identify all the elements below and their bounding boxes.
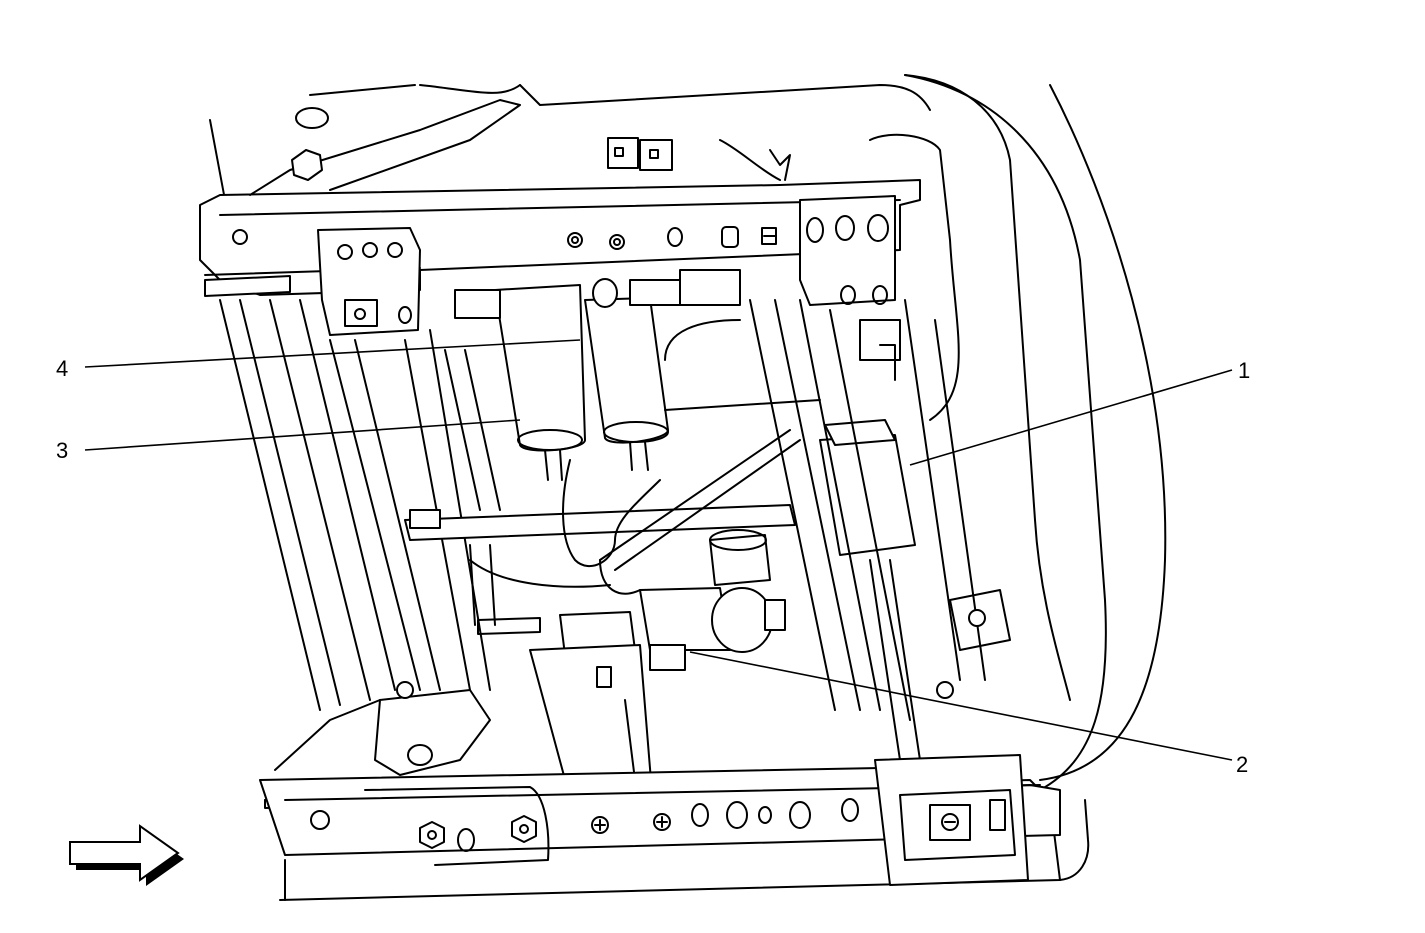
rear-cross-rail [259,767,1061,866]
seat-cushion-outline [209,74,1167,791]
top-left-bolt [249,99,521,196]
diagonal-cable [599,319,821,571]
right-seat-track [749,299,986,761]
callout-line-2 [689,651,1233,761]
callout-label-4: 4 [56,356,68,381]
callout-label-3: 3 [56,438,68,463]
lower-right-latch [874,754,1029,886]
upper-connector [607,137,791,181]
mid-cross-bar [404,504,796,541]
left-seat-track [219,299,491,711]
lower-left-bracket [274,681,491,776]
wiring-harness [469,139,781,595]
callout-label-1: 1 [1238,358,1250,383]
callout-line-4 [84,339,581,368]
callout-label-2: 2 [1236,752,1248,777]
seat-adjuster-motor-3 [454,284,586,481]
track-details [409,349,1011,699]
left-mount-bracket [317,227,421,336]
callout-line-3 [84,419,521,451]
seat-adjuster-motor-4 [584,269,741,471]
recliner-motor-2 [639,529,786,653]
bottom-fasteners [419,813,671,849]
arrow-right-icon [69,824,184,886]
right-mount-bracket [799,195,896,306]
callout-line-1 [909,369,1233,466]
